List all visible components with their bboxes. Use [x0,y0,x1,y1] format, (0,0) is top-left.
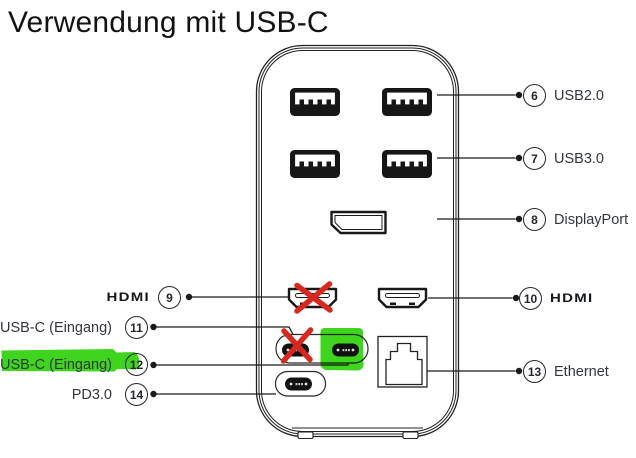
usb-a-port-icon-usb2-left [290,88,340,116]
usb-a-port-icon-usb3-right [382,150,432,178]
callout-label-usbc-11: USB-C (Eingang) [0,319,112,336]
hdmi-logo-right: HDMI [550,291,594,306]
callout-number-10: 10 [519,287,542,310]
usb-a-port-icon-usb3-left [290,150,340,178]
callout-number-6: 6 [523,84,546,107]
usb-c-port-12-icon [332,343,359,357]
green-marker-icon [1,349,140,372]
hdmi-port-right-icon [377,287,428,309]
callout-displayport: 8 DisplayPort [523,208,628,231]
callout-number-13: 13 [523,360,546,383]
callout-number-14: 14 [125,383,148,406]
callout-label-pd: PD3.0 [71,386,112,403]
leader-usbc-11 [156,326,297,341]
usb-a-port-icon-usb2-right [382,88,432,116]
callout-hdmi-left: HDMI 9 [106,286,181,309]
callout-label-usbc-12: USB-C (Eingang) [0,356,112,373]
callout-usbc-12: USB-C (Eingang) 12 [0,353,148,376]
callout-label-usb2: USB2.0 [554,87,604,104]
callout-number-11: 11 [125,316,148,339]
callout-pd: PD3.0 14 [72,383,148,406]
leader-dots [150,91,523,398]
callout-label-ethernet: Ethernet [554,363,609,380]
callout-label-usb3: USB3.0 [554,150,604,167]
callout-ethernet: 13 Ethernet [523,360,609,383]
ethernet-port-icon [377,335,428,388]
page-title: Verwendung mit USB-C [8,6,329,39]
callout-number-9: 9 [158,286,181,309]
device-feet [297,431,419,440]
callout-usbc-11: USB-C (Eingang) 11 [0,316,148,339]
callout-number-12: 12 [125,353,148,376]
callout-label-displayport: DisplayPort [554,211,629,228]
red-x-icon-hdmi [294,281,333,314]
callout-number-8: 8 [523,208,546,231]
callout-usb2: 6 USB2.0 [523,84,604,107]
red-x-icon-usbc [280,327,314,364]
hdmi-logo-left: HDMI [106,290,150,305]
leader-lines [156,94,516,395]
callout-number-7: 7 [523,147,546,170]
callout-hdmi-right: 10 HDMI [519,287,594,310]
usb-c-port-pd-icon [285,377,312,391]
displayport-icon [330,210,387,235]
callout-usb3: 7 USB3.0 [523,147,604,170]
device-outline [255,44,460,438]
